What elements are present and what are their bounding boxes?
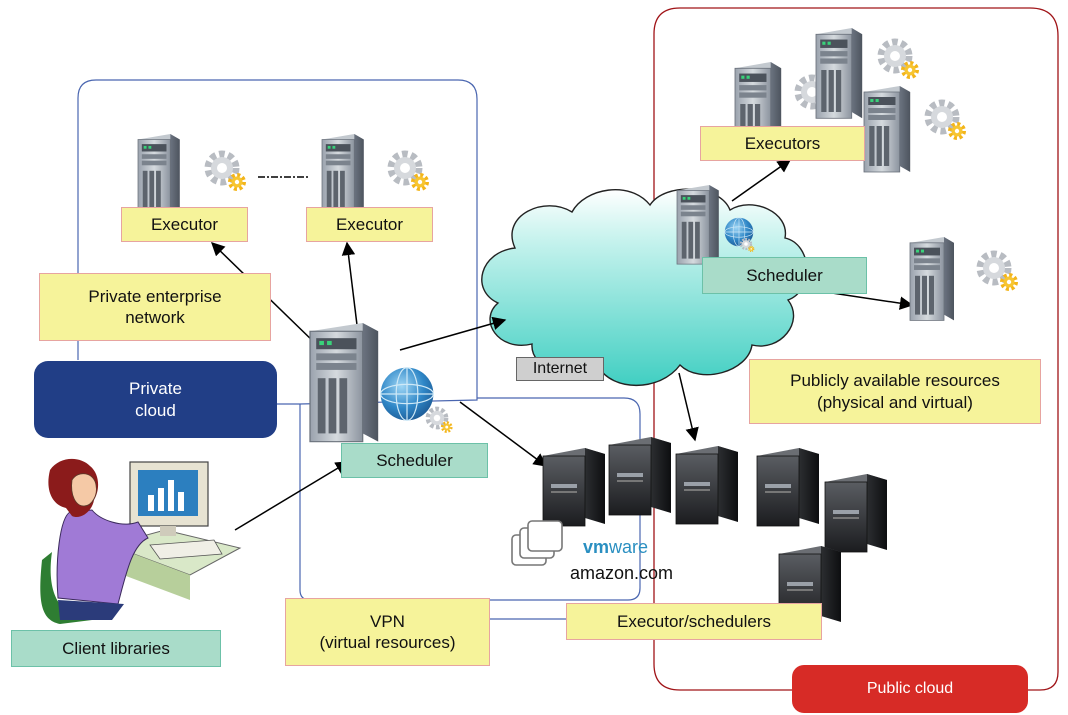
arrow-client-to-scheduler <box>234 461 350 531</box>
executor-label-2: Executor <box>306 207 433 242</box>
arrow-scheduler-to-executor-2 <box>341 241 358 326</box>
private-network-border <box>77 79 478 405</box>
scheduler-label-cloud: Scheduler <box>702 257 867 294</box>
internet-label: Internet <box>516 357 604 381</box>
private-network-label: Private enterprise network <box>39 273 271 341</box>
client-libraries-label: Client libraries <box>11 630 221 667</box>
vmware-logo-icon <box>511 520 563 566</box>
blade-servers <box>542 436 888 625</box>
scheduler-label-main: Scheduler <box>341 443 488 478</box>
user-at-computer-illustration <box>40 458 242 624</box>
vpn-label: VPN (virtual resources) <box>285 598 490 666</box>
arrow-scheduler-to-internet <box>399 316 507 351</box>
arrow-internet-to-blades <box>678 372 699 442</box>
private-cloud-badge: Private cloud <box>34 361 277 438</box>
executor-label-1: Executor <box>121 207 248 242</box>
public-resource-server <box>909 236 1016 321</box>
internet-cloud <box>481 188 808 386</box>
amazon-text: amazon.com <box>570 562 674 583</box>
executor-server-2 <box>321 133 427 214</box>
executors-label: Executors <box>700 126 865 161</box>
arrow-scheduler-to-blades <box>459 401 548 467</box>
arrow-cloud-scheduler-to-executors <box>731 159 792 202</box>
public-cloud-border <box>653 7 1059 691</box>
vmware-text-vm: vm <box>583 536 610 557</box>
executor-server-1 <box>137 133 244 214</box>
vpn-border <box>299 397 641 601</box>
connection-arrows <box>211 159 914 531</box>
public-cloud-badge: Public cloud <box>792 665 1028 713</box>
arrow-cloud-scheduler-to-server <box>831 292 914 310</box>
executor-schedulers-label: Executor/schedulers <box>566 603 822 640</box>
vmware-text-ware: ware <box>609 536 649 557</box>
public-resources-label: Publicly available resources (physical a… <box>749 359 1041 424</box>
